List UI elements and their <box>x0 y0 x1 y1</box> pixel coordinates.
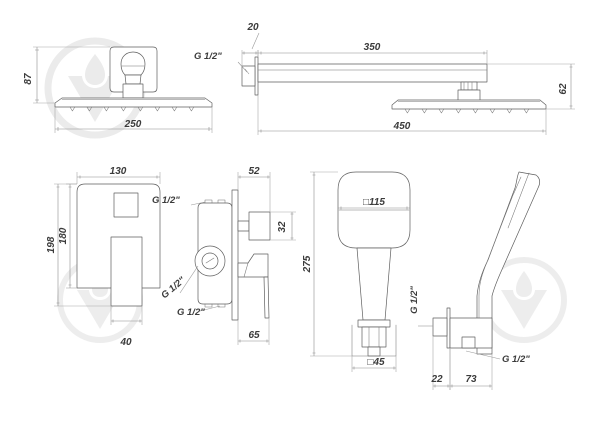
rainhead-450-nozzles <box>404 108 530 114</box>
mixer-lever-front <box>110 236 143 307</box>
arm-drop-collar <box>460 81 478 91</box>
dim-label-32: 32 <box>277 221 288 233</box>
dim-handshower-width-45: □45 <box>351 356 397 372</box>
view-mixer-side: G 1/2" G 1/2" G 1/2" 52 <box>152 166 296 345</box>
thread-label-outlet-hose: G 1/2" <box>502 354 530 365</box>
handshower-nut <box>361 326 387 348</box>
mixer-outlet-stem <box>237 220 250 232</box>
handshower-base-outline <box>351 324 397 357</box>
wall-outlet-flange <box>446 307 451 349</box>
dim-label-250: 250 <box>124 119 142 130</box>
dim-label-20: 20 <box>246 22 259 33</box>
dim-label-115: □115 <box>363 197 385 208</box>
shower-arm-body <box>257 63 488 83</box>
dim-label-198: 198 <box>46 236 57 253</box>
wall-outlet-nipple <box>432 317 448 337</box>
mixer-top-fittings <box>204 199 226 204</box>
dim-mixer-outlet-32: 32 <box>270 211 296 241</box>
thread-label-mixer-top: G 1/2" <box>152 195 180 206</box>
mixer-lever-side <box>237 253 269 278</box>
dim-label-350: 350 <box>364 42 381 53</box>
arm-drop-ribs <box>463 81 473 91</box>
handshower-nut-flats <box>368 326 380 348</box>
arm-wall-flange <box>254 56 259 96</box>
view-hand-shower-front: □115 275 □45 <box>302 171 411 372</box>
dim-handshower-length-275: 275 <box>302 171 352 357</box>
dim-rainhead-height-87: 87 <box>23 46 110 104</box>
rainhead-nozzles <box>69 106 195 112</box>
mixer-diverter-cap <box>248 211 271 241</box>
dim-label-73: 73 <box>465 374 477 385</box>
view-mixer-front: 130 180 198 <box>46 166 161 348</box>
dim-mixer-width-130: 130 <box>76 166 161 184</box>
rainhead-neck <box>124 74 142 85</box>
dim-label-22: 22 <box>430 374 443 385</box>
arm-drop-body <box>457 89 481 102</box>
dim-label-52: 52 <box>248 166 260 177</box>
dim-label-87: 87 <box>23 73 34 85</box>
dim-mixer-height-198: 198 <box>46 183 111 307</box>
mixer-lever-crease <box>243 262 249 278</box>
mixer-escutcheon <box>231 189 239 321</box>
dim-arm-350: 350 <box>257 42 488 64</box>
dim-label-450: 450 <box>393 121 411 132</box>
dim-label-40: 40 <box>119 337 132 348</box>
rainhead-ball-joint <box>120 51 146 76</box>
arm-inlet-nipple <box>241 65 256 87</box>
dim-label-45: □45 <box>367 357 385 368</box>
label-mixer-bottom-thread: G 1/2" <box>177 305 221 318</box>
label-mixer-top-thread: G 1/2" <box>152 195 206 206</box>
rainhead-pan-450 <box>391 99 547 110</box>
mixer-diverter-knob <box>201 252 219 270</box>
dim-label-65: 65 <box>248 330 260 341</box>
view-shower-arm: G 1/2" 20 350 <box>194 22 575 135</box>
handshower-collar <box>357 319 391 328</box>
handshower-side-crease2 <box>507 172 530 229</box>
thread-label-arm: G 1/2" <box>194 51 222 62</box>
dim-arm-height-62: 62 <box>487 63 575 110</box>
dim-handshower-width-115: □115 <box>338 197 410 210</box>
thread-label-outlet-inlet: G 1/2" <box>409 286 420 314</box>
handshower-hose-tail <box>367 346 381 357</box>
dim-mixer-depth-52: 52 <box>237 166 271 212</box>
wall-outlet-port <box>461 336 476 349</box>
mixer-diverter-button <box>113 192 139 218</box>
handshower-handle <box>356 247 392 321</box>
handshower-side-crease <box>478 176 522 339</box>
dim-rainhead-width-250: 250 <box>54 107 213 133</box>
label-wall-outlet-inlet-thread: G 1/2" <box>409 286 433 327</box>
label-wall-outlet-hose-thread: G 1/2" <box>465 350 530 365</box>
dim-label-180: 180 <box>58 227 69 244</box>
dim-mixer-height-180: 180 <box>58 183 77 289</box>
rainhead-stem <box>122 83 144 99</box>
label-mixer-mid-thread: G 1/2" <box>159 265 199 301</box>
dim-label-275: 275 <box>302 255 313 273</box>
thread-label-mixer-bottom: G 1/2" <box>177 307 205 318</box>
dim-mixer-depth-65: 65 <box>237 318 270 345</box>
dim-mixer-lever-40: 40 <box>110 306 143 348</box>
view-rain-head-side: 87 250 <box>23 46 213 133</box>
view-hand-shower-side: G 1/2" G 1/2" 22 73 <box>409 171 541 390</box>
dim-label-130: 130 <box>110 166 127 177</box>
dim-wall-outlet-73: 73 <box>449 348 493 390</box>
dim-label-62: 62 <box>558 83 569 95</box>
dim-arm-450: 450 <box>257 95 547 135</box>
mixer-diverter-mark <box>205 257 215 264</box>
mixer-bottom-fittings <box>204 303 226 308</box>
mixer-lever-tail <box>263 276 270 319</box>
label-arm-inlet-thread: G 1/2" <box>194 51 250 75</box>
wall-outlet-body <box>449 317 493 349</box>
